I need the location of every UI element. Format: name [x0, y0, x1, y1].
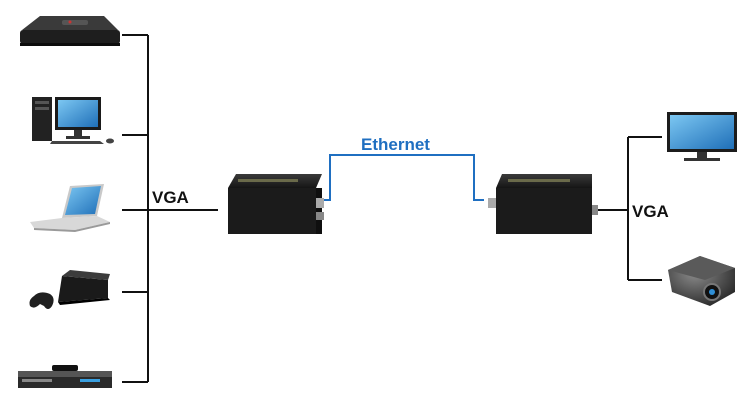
- ethernet-cable: [322, 154, 484, 201]
- game-console-icon: [29, 270, 110, 309]
- left-vga-bus: [122, 34, 218, 383]
- vga-label-left: VGA: [152, 188, 189, 207]
- vga-label-right: VGA: [632, 202, 669, 221]
- monitor-icon: [667, 112, 737, 161]
- vga-extender-transmitter-icon: [228, 174, 324, 234]
- ethernet-label: Ethernet: [361, 135, 430, 154]
- tv-box-icon: [20, 16, 120, 46]
- laptop-icon: [30, 184, 110, 232]
- projector-icon: [668, 256, 735, 306]
- desktop-computer-icon: [32, 97, 114, 144]
- vga-extender-receiver-icon: [488, 174, 598, 234]
- right-vga-bus: [598, 136, 662, 281]
- dvd-player-icon: [18, 365, 112, 388]
